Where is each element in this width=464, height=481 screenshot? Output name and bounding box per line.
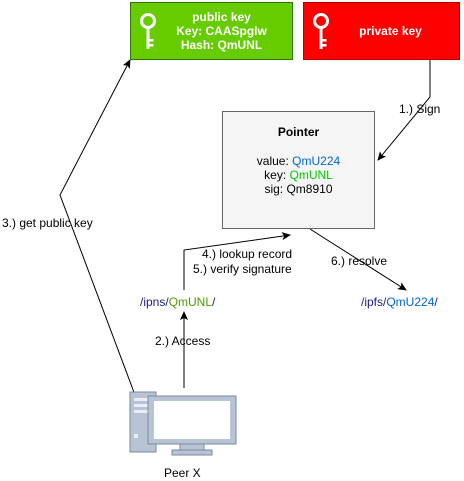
ipfs-suffix: / — [434, 295, 438, 309]
pointer-key-label: key: — [264, 168, 290, 182]
pointer-box: Pointer value: QmU224 key: QmUNL sig: Qm… — [222, 111, 375, 229]
arrow-resolve — [309, 228, 407, 291]
pointer-key-row: key: QmUNL — [223, 168, 374, 182]
key-icon — [313, 13, 329, 49]
private-key-title: private key — [359, 24, 422, 38]
step-access-label: 2.) Access — [155, 334, 211, 348]
step-sign-label: 1.) Sign — [399, 102, 441, 116]
step-lookup-record-label: 4.) lookup record — [202, 247, 293, 261]
pointer-sig: sig: Qm8910 — [264, 182, 333, 196]
public-key-hash-line: Hash: QmUNL — [180, 38, 263, 52]
pointer-value-row: value: QmU224 — [223, 154, 374, 168]
pointer-value: QmU224 — [292, 154, 341, 168]
arrow-get-public-key — [59, 59, 136, 396]
key-icon — [140, 13, 156, 49]
public-key-text: public key Key: CAASpglw Hash: QmUNL — [151, 10, 292, 52]
pointer-fields: value: QmU224 key: QmUNL sig: Qm8910 — [223, 154, 374, 196]
pointer-title: Pointer — [277, 125, 320, 139]
private-key-box: private key — [303, 2, 460, 60]
ipns-suffix: / — [212, 295, 216, 309]
step-get-public-key-label: 3.) get public key — [2, 216, 93, 230]
public-key-box: public key Key: CAASpglw Hash: QmUNL — [130, 2, 293, 60]
public-key-title: public key — [192, 10, 251, 24]
step-verify-signature-label: 5.) verify signature — [193, 262, 292, 276]
ipns-hash: QmUNL — [168, 295, 213, 309]
ipfs-path: /ipfs/QmU224/ — [361, 295, 438, 309]
pointer-value-label: value: — [256, 154, 293, 168]
public-key-key-line: Key: CAASpglw — [176, 24, 267, 38]
arrow-sign — [377, 60, 431, 161]
computer-icon — [129, 391, 237, 456]
ipns-prefix: /ipns/ — [140, 295, 169, 309]
ipns-path: /ipns/QmUNL/ — [140, 295, 215, 309]
pointer-key: QmUNL — [289, 168, 333, 182]
arrow-lookup — [183, 232, 291, 290]
ipfs-hash: QmU224 — [386, 295, 435, 309]
ipfs-prefix: /ipfs/ — [361, 295, 387, 309]
peer-label: Peer X — [164, 466, 201, 480]
step-resolve-label: 6.) resolve — [331, 254, 388, 268]
